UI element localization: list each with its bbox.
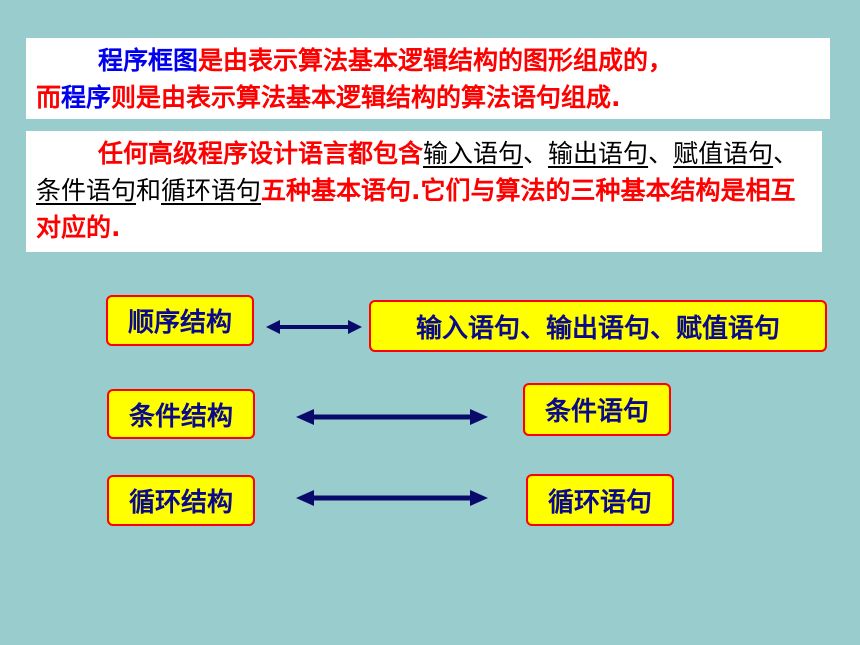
- definition-panel: 程序框图是由表示算法基本逻辑结构的图形组成的， 而程序则是由表示算法基本逻辑结构…: [26, 38, 830, 119]
- term-loop-statement: 循环语句: [161, 176, 262, 205]
- io-assignment-statements-box: 输入语句、输出语句、赋值语句: [369, 300, 827, 352]
- term-program: 程序: [61, 83, 112, 112]
- term-conditional-statement: 条件语句: [36, 176, 137, 205]
- loop-statement-box: 循环语句: [526, 474, 674, 526]
- conjunction: 和: [136, 176, 162, 205]
- definition-text: 而: [36, 83, 62, 112]
- statements-intro: 任何高级程序设计语言都包含: [98, 139, 424, 168]
- double-arrow-icon: [296, 490, 488, 506]
- conditional-structure-box: 条件结构: [107, 389, 255, 439]
- statements-outro: 五种基本语句.它们与算法的三种基本结构是相互对应的.: [36, 176, 796, 242]
- definition-text: 是由表示算法基本逻辑结构的图形组成的，: [198, 46, 674, 75]
- term-flowchart: 程序框图: [98, 46, 199, 75]
- separator: 、: [523, 139, 549, 168]
- separator: 、: [648, 139, 674, 168]
- statements-panel: 任何高级程序设计语言都包含输入语句、输出语句、赋值语句、条件语句和循环语句五种基…: [26, 131, 822, 252]
- conditional-statement-box: 条件语句: [523, 383, 671, 436]
- statements-paragraph: 任何高级程序设计语言都包含输入语句、输出语句、赋值语句、条件语句和循环语句五种基…: [36, 135, 812, 246]
- term-assignment-statement: 赋值语句: [673, 139, 774, 168]
- sequence-structure-box: 顺序结构: [106, 295, 254, 346]
- term-input-statement: 输入语句: [423, 139, 524, 168]
- definition-line-2: 而程序则是由表示算法基本逻辑结构的算法语句组成.: [36, 79, 820, 116]
- loop-structure-box: 循环结构: [107, 475, 255, 526]
- definition-text: 则是由表示算法基本逻辑结构的算法语句组成.: [111, 83, 621, 112]
- double-arrow-icon: [296, 409, 488, 425]
- separator: 、: [773, 139, 799, 168]
- definition-line-1: 程序框图是由表示算法基本逻辑结构的图形组成的，: [36, 42, 820, 79]
- double-arrow-icon: [266, 320, 362, 334]
- term-output-statement: 输出语句: [548, 139, 649, 168]
